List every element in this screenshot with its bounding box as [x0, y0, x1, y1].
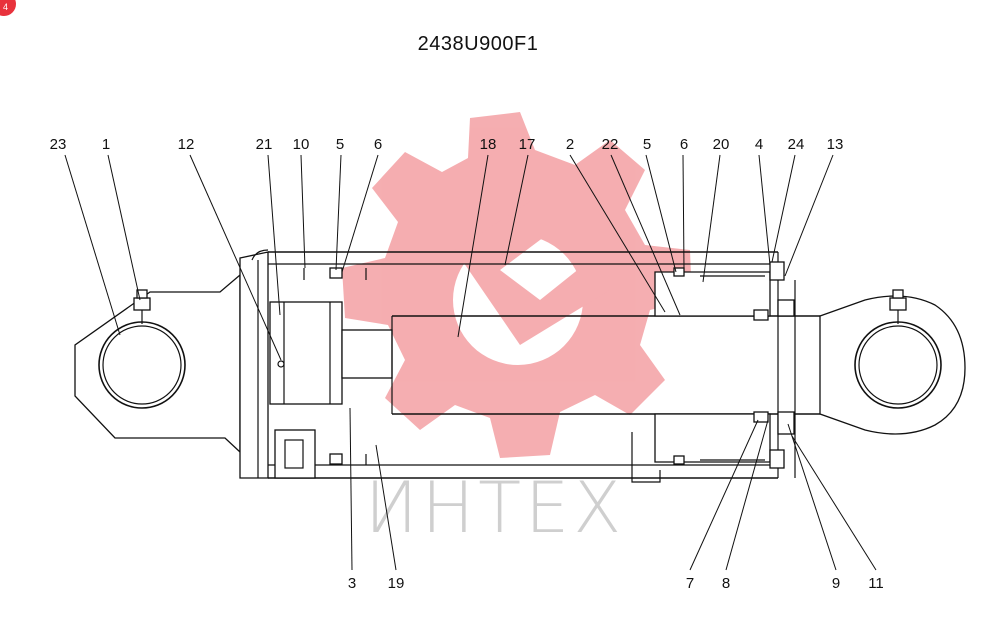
cylinder-barrel: [268, 251, 779, 479]
drawing-title: 2438U900F1: [418, 33, 539, 55]
callout-label: 23: [50, 136, 67, 153]
callout-label: 21: [256, 136, 273, 153]
leader-lines: [64, 154, 877, 571]
callout-label: 10: [293, 136, 310, 153]
watermark-logo: [342, 112, 692, 458]
watermark-text: ИНТЕХ: [365, 467, 625, 549]
callout-label: 2: [566, 136, 574, 153]
callout-label: 12: [178, 136, 195, 153]
callout-label: 20: [713, 136, 730, 153]
cushion-port: [274, 429, 316, 479]
callout-label: 5: [643, 136, 651, 153]
callout-label: 6: [374, 136, 382, 153]
callout-label: 6: [680, 136, 688, 153]
callout-label: 22: [602, 136, 619, 153]
callout-label: 24: [788, 136, 805, 153]
callout-label: 8: [722, 575, 730, 592]
right-rod-eye: [819, 289, 966, 435]
piston: [269, 267, 393, 465]
callout-label: 11: [868, 575, 884, 592]
callout-label: 17: [519, 136, 536, 153]
rod-gland: [631, 261, 796, 483]
callout-label: 9: [832, 575, 840, 592]
callout-label: 3: [348, 575, 356, 592]
watermark-wrench-shape: [455, 195, 610, 345]
callout-label: 7: [686, 575, 694, 592]
left-eye-mount: [74, 273, 241, 454]
cylinder-base: [239, 249, 269, 479]
callout-label: 13: [827, 136, 844, 153]
corner-badge: 4: [0, 0, 16, 16]
corner-badge-label: 4: [3, 2, 8, 12]
callout-label: 5: [336, 136, 344, 153]
bottom-callouts: 3 19 7 8 9 11: [348, 575, 884, 592]
callout-label: 4: [755, 136, 763, 153]
top-callouts: 23 1 12 21 10 5 6 18 17 2 22 5 6 20 4 24…: [50, 136, 844, 153]
callout-label: 1: [102, 136, 110, 153]
callout-label: 19: [388, 575, 405, 592]
callout-label: 18: [480, 136, 497, 153]
